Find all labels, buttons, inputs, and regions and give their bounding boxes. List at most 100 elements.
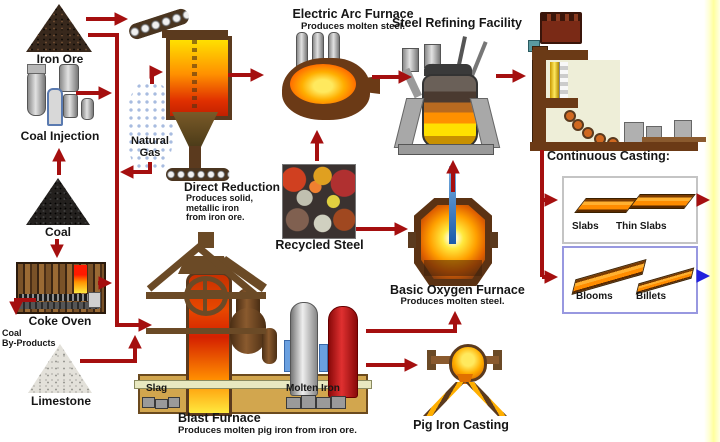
- coal-by-products-line1: Coal: [2, 328, 22, 338]
- blast-furnace-desc: Produces molten pig iron from iron ore.: [178, 425, 357, 436]
- eaf-desc: Produces molten steel.: [300, 21, 405, 32]
- dr-desc-line2: metallic iron: [186, 202, 240, 213]
- blast-furnace-label: Blast Furnace: [178, 411, 261, 425]
- coal-label: Coal: [44, 225, 71, 239]
- arrow-limestone-to-trunk: [80, 334, 142, 363]
- bof-trunnion: [408, 232, 416, 248]
- iron-ore-pile: [26, 4, 92, 52]
- dr-chute: [189, 146, 201, 170]
- arrow-molten-iron-to-bof: [366, 310, 462, 333]
- electric-arc-furnace: [282, 28, 380, 124]
- guide-roller: [564, 110, 576, 122]
- mold: [550, 62, 559, 102]
- pig-iron-casting-label: Pig Iron Casting: [413, 418, 509, 432]
- torpedo-car: [316, 397, 331, 409]
- thin-slabs-label: Thin Slabs: [616, 221, 667, 232]
- slab-shape: [574, 198, 638, 213]
- bof-trunnion: [490, 232, 498, 248]
- casting-arm: [479, 356, 499, 364]
- dr-furnace-chain: [192, 40, 197, 108]
- stand-leg: [393, 98, 425, 148]
- continuous-casting-machine: [524, 6, 708, 152]
- coal-by-products-line2: By-Products: [2, 337, 56, 348]
- natural-gas-line2: Gas: [139, 146, 161, 159]
- stove-red: [328, 306, 358, 398]
- machine-arm: [532, 50, 588, 60]
- coal-pile: [26, 178, 90, 225]
- quench-car: [88, 292, 101, 308]
- bloom-products-box: Blooms Billets: [562, 246, 698, 314]
- eaf-label: Electric Arc Furnace: [292, 7, 414, 21]
- continuous-casting-label: Continuous Casting:: [547, 149, 670, 163]
- slag-label: Slag: [146, 383, 168, 394]
- eaf-spout: [358, 76, 380, 94]
- casting-ladle-top: [540, 12, 582, 44]
- cast-strand: [642, 137, 706, 142]
- vessel-cap: [27, 64, 46, 74]
- pig-rail-right: [465, 382, 507, 416]
- torpedo-car: [331, 396, 346, 409]
- coke-flame-column: [74, 265, 87, 293]
- steel-refining-facility: [393, 34, 501, 155]
- machine-base: [530, 142, 698, 151]
- limestone-label: Limestone: [30, 394, 91, 408]
- oven-base-row: [19, 302, 99, 309]
- hopper-small-2: [81, 98, 94, 120]
- slag-car: [155, 399, 168, 409]
- ladle-rim: [542, 14, 580, 21]
- molten-iron-label: Molten Iron: [286, 383, 340, 394]
- feed-arm: [402, 67, 422, 99]
- torpedo-car: [301, 395, 316, 409]
- bof-desc: Produces molten steel.: [400, 296, 505, 307]
- dr-desc-line1: Produces solid,: [186, 193, 254, 203]
- natural-gas-line1: Natural: [131, 135, 169, 147]
- dr-furnace: [166, 36, 232, 120]
- blooms-label: Blooms: [576, 291, 613, 302]
- bof-label: Basic Oxygen Furnace: [390, 283, 525, 297]
- refining-ladle: [422, 74, 478, 148]
- torpedo-car: [286, 397, 301, 409]
- recycled-steel-label: Recycled Steel: [275, 238, 364, 252]
- thin-slab-shape: [628, 194, 696, 209]
- edge-strip: [704, 0, 720, 442]
- direct-reduction-desc: Produces solid, metallic iron from iron …: [186, 193, 276, 223]
- wheel-spoke: [189, 290, 223, 294]
- coal-injection-unit: [25, 64, 95, 128]
- coal-injection-label: Coal Injection: [20, 129, 100, 143]
- bof-slag-band: [424, 260, 482, 276]
- coal-by-products-label: Coal By-Products: [2, 328, 72, 348]
- limestone-pile: [28, 344, 92, 393]
- mold-clamp: [540, 98, 578, 108]
- guide-roller: [582, 127, 594, 139]
- direct-reduction-label: Direct Reduction: [183, 180, 280, 194]
- bloom-shape: [571, 258, 647, 296]
- recycled-steel-photo: [282, 164, 356, 239]
- hopper-small: [63, 94, 78, 118]
- slabs-label: Slabs: [572, 221, 599, 232]
- iron-ore-label: Iron Ore: [36, 52, 84, 66]
- mold-coolers: [559, 62, 568, 102]
- pig-rail-left: [423, 382, 465, 416]
- coke-oven-unit: [16, 262, 106, 314]
- hopper: [59, 64, 79, 92]
- wheel-spoke: [203, 281, 207, 311]
- hoist-wheel: [184, 276, 228, 316]
- pig-iron-casting-unit: [423, 344, 507, 416]
- casting-neck: [457, 374, 473, 384]
- stand-base: [398, 144, 494, 155]
- steel-refining-label: Steel Refining Facility: [392, 16, 522, 30]
- walkway: [134, 380, 372, 389]
- billets-label: Billets: [636, 291, 667, 302]
- slab-products-box: Slabs Thin Slabs: [562, 176, 698, 244]
- guide-roller: [572, 119, 584, 131]
- injection-lance: [47, 88, 63, 126]
- dr-out-conveyor: [166, 168, 230, 181]
- stove-gray: [290, 302, 318, 396]
- slag-car: [142, 397, 155, 408]
- blast-pipe-blue: [319, 344, 328, 372]
- ladle-lid: [424, 64, 472, 76]
- blast-furnace-complex: Slag Molten Iron: [134, 232, 372, 416]
- dr-desc-line3: from iron ore.: [186, 212, 245, 223]
- tower-beam: [146, 328, 266, 334]
